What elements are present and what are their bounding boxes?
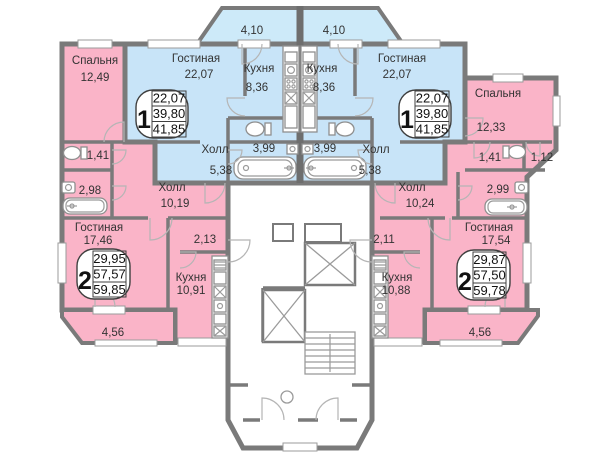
living2-right-name: Гостиная xyxy=(465,222,513,234)
bedroom-left-area: 12,49 xyxy=(81,72,110,84)
apartment-badge-1-left: 1 22,07 39,80 41,85 xyxy=(135,89,189,139)
wc-right-area: 1,41 xyxy=(479,152,501,164)
area-net: 57,57 xyxy=(93,267,126,282)
vent-shaft xyxy=(272,223,294,242)
hall2-left-area: 10,19 xyxy=(161,198,190,210)
apartment-rooms-count: 2 xyxy=(78,267,92,295)
area-living: 22,07 xyxy=(416,91,449,106)
stairs-icon xyxy=(304,331,356,375)
hall1-left-area: 5,38 xyxy=(210,165,232,177)
niche-right-area: 1,12 xyxy=(531,152,553,164)
kitchen2-right-area: 10,88 xyxy=(382,285,411,297)
bath2-right-area: 2,99 xyxy=(487,184,509,196)
apartment-rooms-count: 1 xyxy=(137,106,151,134)
hall1-right-area: 5,38 xyxy=(359,165,381,177)
toilet-icon xyxy=(328,121,355,137)
toilet-icon xyxy=(245,121,272,137)
sink-icon xyxy=(61,181,76,194)
kitchen1-right-name: Кухня xyxy=(307,63,338,75)
area-total: 41,85 xyxy=(416,122,449,137)
bath2-left-area: 2,98 xyxy=(79,185,101,197)
washbasin-icon xyxy=(301,143,314,155)
living1-left-area: 22,07 xyxy=(185,69,214,81)
balcony-top-right-area: 4,10 xyxy=(323,25,345,37)
elevator-shaft-1 xyxy=(303,241,357,287)
hall2-right-name: Холл xyxy=(398,182,425,194)
bedroom-right-name: Спальня xyxy=(475,88,521,100)
elevator-icon xyxy=(262,289,306,343)
bathtub-icon xyxy=(303,156,367,180)
garbage-chute-icon xyxy=(280,390,294,404)
area-living: 22,07 xyxy=(153,91,186,106)
hall2-left-name: Холл xyxy=(158,182,185,194)
bathtub-icon xyxy=(233,156,297,180)
washbasin-icon xyxy=(286,143,299,155)
elevator-icon xyxy=(304,242,356,286)
living1-left-name: Гостиная xyxy=(172,53,220,65)
living1-right-area: 22,07 xyxy=(383,69,412,81)
balcony-top-left-area: 4,10 xyxy=(241,25,263,37)
kitchen2-left-name: Кухня xyxy=(176,272,207,284)
balcony-bottom-left-area: 4,56 xyxy=(102,327,124,339)
bath1-left-area: 3,99 xyxy=(253,143,275,155)
kitchen-units-right xyxy=(371,255,389,339)
closet-left-area: 2,13 xyxy=(194,234,216,246)
apartment-badge-2-right: 2 29,87 57,50 59,78 xyxy=(456,249,511,301)
area-total: 59,85 xyxy=(93,282,126,297)
bedroom-right-area: 12,33 xyxy=(477,122,506,134)
apartment-badge-2-left: 2 29,95 57,57 59,85 xyxy=(76,248,131,300)
bathtub-icon xyxy=(484,198,528,216)
living2-left-area: 17,46 xyxy=(84,235,113,247)
hall1-left-name: Холл xyxy=(201,144,228,156)
closet-right-area: 2,11 xyxy=(373,234,395,246)
kitchen-units-left xyxy=(211,255,229,339)
windows xyxy=(57,39,561,452)
kitchen-units-center xyxy=(282,45,318,133)
area-net: 39,80 xyxy=(416,106,449,121)
living2-left-name: Гостиная xyxy=(75,222,123,234)
vent-shaft xyxy=(304,223,342,243)
hall2-right-area: 10,24 xyxy=(406,198,435,210)
wc-left-area: 1,41 xyxy=(87,150,109,162)
balcony-bottom-right-shape xyxy=(423,308,540,345)
kitchen1-right-area: 8,36 xyxy=(313,82,335,94)
kitchen1-left-name: Кухня xyxy=(244,63,275,75)
hall1-right-name: Холл xyxy=(362,144,389,156)
area-living: 29,87 xyxy=(473,252,506,267)
elevator-shaft-2 xyxy=(261,288,307,344)
kitchen1-left-area: 8,36 xyxy=(246,82,268,94)
toilet-icon xyxy=(502,144,527,160)
area-total: 41,85 xyxy=(153,122,186,137)
bedroom-left-name: Спальня xyxy=(72,55,118,67)
area-total: 59,78 xyxy=(473,283,506,298)
toilet-icon xyxy=(62,145,88,161)
apartment-rooms-count: 2 xyxy=(458,268,472,296)
sink-icon xyxy=(514,181,529,194)
living1-right-name: Гостиная xyxy=(378,53,426,65)
balcony-bottom-right-area: 4,56 xyxy=(469,327,491,339)
apartment-rooms-count: 1 xyxy=(400,106,414,134)
apartment-badge-1-right: 1 22,07 39,80 41,85 xyxy=(398,89,452,139)
living2-right-area: 17,54 xyxy=(482,235,511,247)
bath1-right-area: 3,99 xyxy=(314,143,336,155)
area-living: 29,95 xyxy=(93,251,126,266)
area-net: 39,80 xyxy=(153,106,186,121)
bathtub-icon xyxy=(62,197,108,215)
kitchen2-right-name: Кухня xyxy=(382,272,413,284)
area-net: 57,50 xyxy=(473,268,506,283)
kitchen2-left-area: 10,91 xyxy=(177,285,206,297)
